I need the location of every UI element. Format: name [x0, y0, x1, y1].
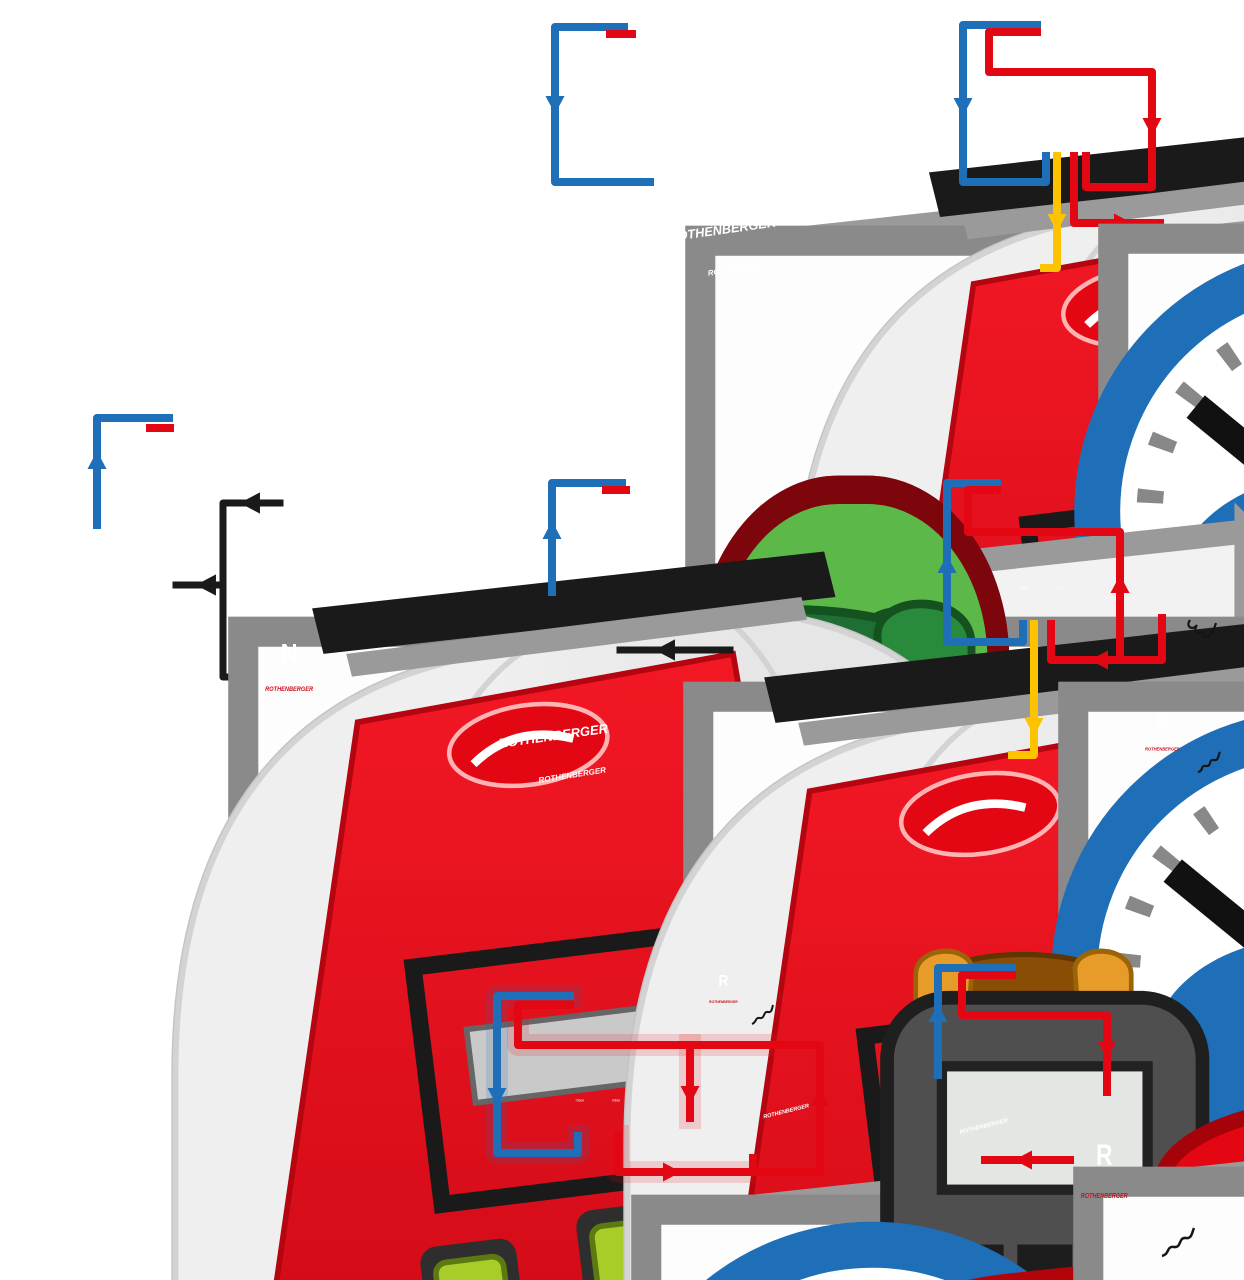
scale-cable	[1161, 1227, 1196, 1258]
suction-line	[551, 23, 654, 186]
manifold-gauge-set: mbar mbar	[555, 1099, 1244, 1280]
gauge-unit-label: mbar	[576, 1099, 585, 1103]
nitrogen-letter: N	[281, 639, 298, 668]
vacuum-line	[1040, 152, 1061, 272]
flow-arrow-down	[1142, 118, 1162, 136]
high-side-line	[958, 971, 1111, 1096]
high-side-line	[514, 1001, 694, 1122]
flow-arrow-down	[545, 96, 565, 114]
panel-pressure-test: mbar mbar N ROTHENBERGER	[937, 479, 1244, 1280]
panel-recovery-portable: R ROTHENBERGER mbar mbar ROTHENBERGER	[486, 949, 1244, 1280]
suction-line	[548, 479, 626, 596]
scale-cable	[751, 1004, 774, 1025]
flow-arrow-left	[239, 492, 260, 514]
high-side-line	[964, 486, 1124, 664]
refrigerant-cylinder: R ROTHENBERGER	[709, 949, 1184, 1280]
gauge-unit-label: mbar	[1080, 123, 1089, 127]
gauge-unit-label: mbar	[1021, 587, 1030, 591]
refrigerant-cylinder: R ROTHENBERGER	[1081, 1138, 1128, 1201]
return-line	[934, 964, 1016, 1079]
gauge-unit-label: mbar	[612, 1099, 621, 1103]
recovery-line	[614, 1132, 824, 1176]
scale-cable	[1187, 619, 1218, 639]
station-foot-brand-label: ROTHENBERGER	[86, 696, 155, 716]
manifold-gauge-set: mbar mbar	[1023, 123, 1244, 1171]
gauge-unit-label: mbar	[1057, 587, 1066, 591]
flow-arrow-down	[953, 98, 973, 116]
vacuum-line-blocked	[1008, 620, 1038, 759]
cylinder-brand-label: ROTHENBERGER	[1145, 746, 1180, 751]
cylinder-brand-label: ROTHENBERGER	[1081, 1193, 1128, 1201]
low-side-line	[959, 21, 1050, 186]
low-side-line	[943, 479, 1027, 646]
gauge-unit-label: mbar	[1044, 123, 1053, 127]
high-side-line	[985, 28, 1156, 191]
flow-arrow-left	[195, 574, 216, 596]
scale-cable	[1197, 751, 1221, 774]
panel-evacuation: mbar mbar	[953, 21, 1244, 1280]
nitrogen-cylinder: N ROTHENBERGER	[1145, 710, 1180, 751]
refrigerant-letter: R	[718, 973, 728, 990]
nitrogen-cylinder-front: N ROTHENBERGER	[265, 602, 1060, 1280]
cylinder-brand-label: ROTHENBERGER	[709, 1000, 738, 1004]
low-side-line	[493, 992, 582, 1157]
flow-arrow-up	[542, 521, 562, 539]
station-brand-label: ROTHENBERGER	[45, 652, 157, 682]
manifold-gauge-set: mbar mbar	[1000, 587, 1244, 1280]
cylinder-return-line	[686, 1041, 824, 1176]
refrigerant-letter: R	[1096, 1138, 1113, 1172]
nitrogen-letter: N	[1156, 710, 1168, 732]
suction-line	[93, 414, 173, 529]
cylinder-brand-label: ROTHENBERGER	[265, 687, 314, 693]
flow-arrow-up	[87, 451, 107, 469]
